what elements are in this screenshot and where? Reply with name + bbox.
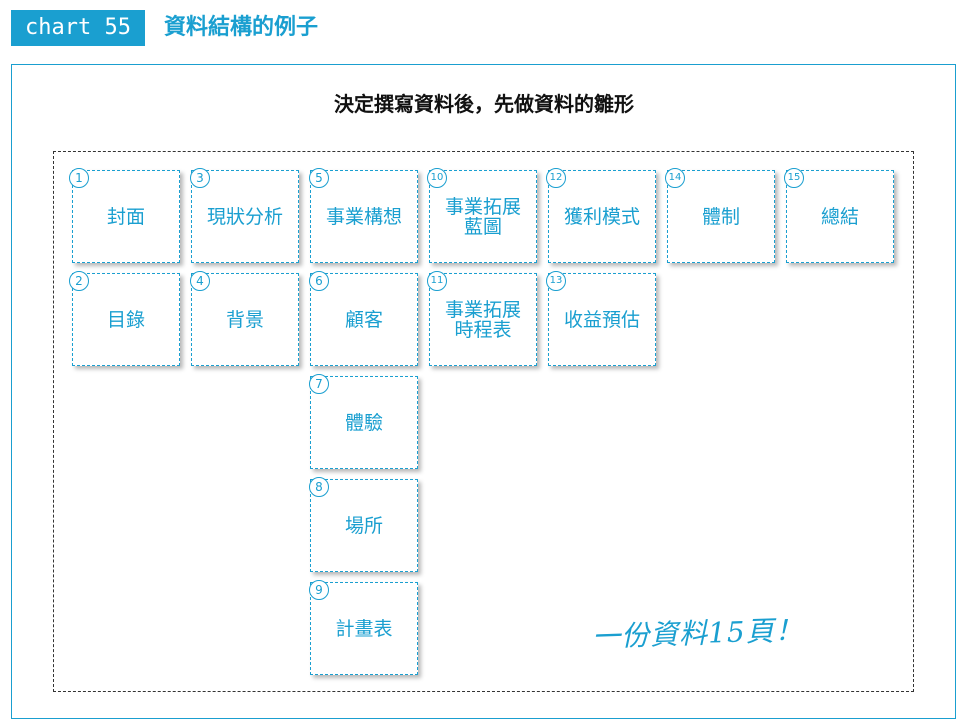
page-number-badge: 9 (309, 580, 329, 600)
page-number-badge: 3 (190, 168, 210, 188)
diagram-frame (11, 64, 956, 719)
page-card-background: 背景 (191, 273, 299, 366)
page-count-note: 一份資料15頁！ (591, 613, 805, 654)
page-card-label: 事業拓展 藍圖 (444, 195, 521, 238)
page-card-customers: 顧客 (310, 273, 418, 366)
page-card-contents: 目錄 (72, 273, 180, 366)
page-number-badge: 6 (309, 271, 329, 291)
page-card-organization: 體制 (667, 170, 775, 263)
page-number-badge: 15 (784, 168, 804, 188)
page-card-label: 總結 (820, 205, 859, 228)
page-card-label: 背景 (225, 308, 264, 331)
page-card-label: 事業拓展 時程表 (444, 298, 521, 341)
page-number-badge: 5 (309, 168, 329, 188)
page-card-label: 計畫表 (335, 617, 393, 640)
page-card-summary: 總結 (786, 170, 894, 263)
page-number-badge: 7 (309, 374, 329, 394)
page-card-cover: 封面 (72, 170, 180, 263)
page-number-badge: 10 (427, 168, 447, 188)
chart-number-tag: chart 55 (11, 10, 145, 46)
page-card-label: 場所 (344, 514, 383, 537)
page-card-revenue-forecast: 收益預估 (548, 273, 656, 366)
page-card-schedule: 計畫表 (310, 582, 418, 675)
page-card-label: 體驗 (344, 411, 383, 434)
page-card-label: 目錄 (106, 308, 145, 331)
page-number-badge: 4 (190, 271, 210, 291)
page-number-badge: 1 (69, 168, 89, 188)
page-card-label: 體制 (701, 205, 740, 228)
page-card-business-concept: 事業構想 (310, 170, 418, 263)
diagram-title: 決定撰寫資料後，先做資料的雛形 (334, 92, 634, 116)
header-title: 資料結構的例子 (164, 15, 319, 40)
page-number-badge: 11 (427, 271, 447, 291)
page-card-label: 顧客 (344, 308, 383, 331)
page-card-label: 收益預估 (563, 308, 640, 331)
page-number-badge: 8 (309, 477, 329, 497)
page-card-situation-analysis: 現狀分析 (191, 170, 299, 263)
page-number-badge: 13 (546, 271, 566, 291)
page-card-experience: 體驗 (310, 376, 418, 469)
page-card-label: 獲利模式 (563, 205, 640, 228)
page-number-badge: 14 (665, 168, 685, 188)
page-number-badge: 2 (69, 271, 89, 291)
page-card-label: 現狀分析 (206, 205, 283, 228)
page-card-location: 場所 (310, 479, 418, 572)
page-card-label: 事業構想 (325, 205, 402, 228)
page-card-expansion-blueprint: 事業拓展 藍圖 (429, 170, 537, 263)
page-number-badge: 12 (546, 168, 566, 188)
page-card-profit-model: 獲利模式 (548, 170, 656, 263)
page-card-label: 封面 (106, 205, 145, 228)
document-outline-frame (53, 151, 914, 692)
page-card-expansion-timeline: 事業拓展 時程表 (429, 273, 537, 366)
